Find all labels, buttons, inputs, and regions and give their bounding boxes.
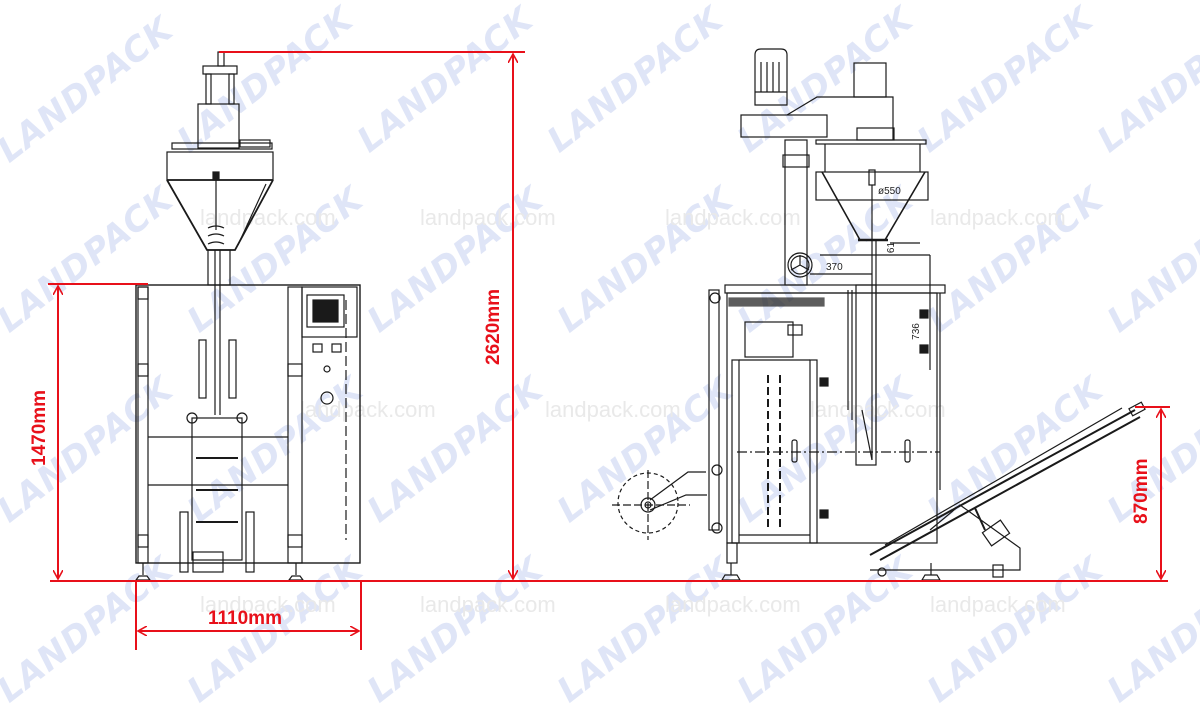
front-view <box>134 51 361 581</box>
distance-736-label: 736 <box>910 323 922 340</box>
hopper-diameter-label: ø550 <box>878 186 901 197</box>
height-870-label: 870mm <box>1131 458 1152 525</box>
side-view <box>612 48 1146 581</box>
distance-370-label: 370 <box>826 262 843 273</box>
dimension-lines <box>48 51 1170 650</box>
distance-61-label: 61 <box>886 241 898 254</box>
height-1470-label: 1470mm <box>29 389 50 466</box>
height-2620-label: 2620mm <box>483 288 504 365</box>
width-1110-label: 1110mm <box>208 608 282 629</box>
